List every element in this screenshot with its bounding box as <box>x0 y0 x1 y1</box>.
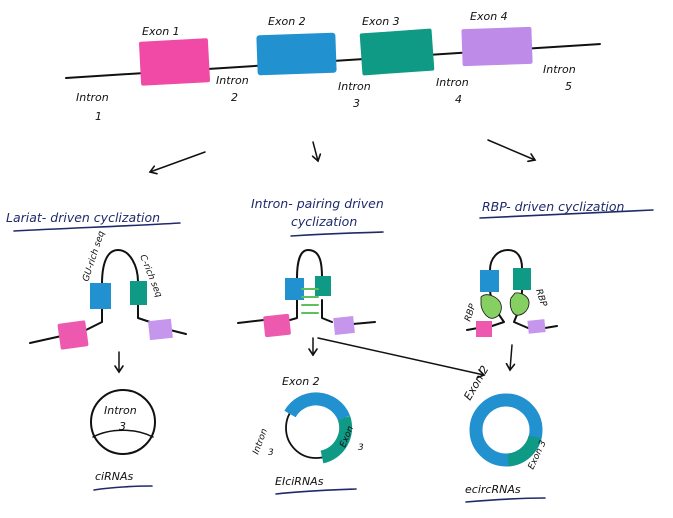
lariat-exon-2-box <box>90 283 111 309</box>
panel-pairing: Intron- pairing driven cyclization Exon … <box>237 196 486 495</box>
rbp-title-underline <box>479 209 654 219</box>
eicirna-product-label: EIciRNAs <box>275 475 324 488</box>
pairing-exon-4-box <box>333 315 355 335</box>
intron-2-num: 2 <box>231 91 238 104</box>
pairing-title-line2: cyclization <box>291 214 357 229</box>
rbp-title: RBP- driven cyclization <box>482 199 624 214</box>
lariat-exon-1-box <box>57 320 89 350</box>
rbp-left-protein <box>480 294 502 319</box>
eicirna-exon-2-arc <box>284 392 351 421</box>
ecirc-underline <box>465 497 546 503</box>
eicirna-exon-3-num: 3 <box>358 443 364 453</box>
cirna-product-label: ciRNAs <box>95 470 134 483</box>
ecirc-exon-3-arc <box>507 435 542 467</box>
rbp-right-protein <box>509 292 530 316</box>
intron-3-word: Intron <box>338 80 371 93</box>
rbp-exon-2-box <box>480 270 499 292</box>
pairing-title-underline <box>290 231 384 237</box>
gene-structure: Exon 1 Exon 2 Exon 3 Exon 4 Intron 1 Int… <box>65 10 601 123</box>
eicirna-underline <box>275 488 357 495</box>
exon-4-box <box>461 26 533 67</box>
pairing-exon-2-box <box>285 278 304 300</box>
exon-3-box <box>359 28 435 76</box>
ecirc-product-label: ecircRNAs <box>465 483 521 496</box>
lariat-loop <box>101 249 139 285</box>
exon-3-label: Exon 3 <box>362 15 400 28</box>
pairing-base-pairs <box>301 288 319 314</box>
rbp-left-label: RBP <box>463 302 478 323</box>
exon-1-label: Exon 1 <box>142 25 180 38</box>
rbp-exon-4-box <box>527 319 546 334</box>
exon-4-label: Exon 4 <box>470 10 508 23</box>
lariat-exon-3-box <box>130 281 147 305</box>
lariat-title-underline <box>13 222 181 232</box>
intron-4-num: 4 <box>455 93 462 106</box>
pairing-exon-3-box <box>315 276 331 296</box>
intron-5-num: 5 <box>565 80 572 93</box>
arrow-to-lariat <box>148 151 206 175</box>
rbp-exon-3-box <box>513 268 531 290</box>
eicirna-exon-2-label: Exon 2 <box>282 375 320 388</box>
branch-arrows <box>148 139 537 175</box>
exon-2-label: Exon 2 <box>268 15 306 28</box>
exon-1-box <box>138 38 211 86</box>
exon-2-box <box>256 32 337 76</box>
pairing-title-line1: Intron- pairing driven <box>251 196 384 211</box>
intron-1-num: 1 <box>95 110 102 123</box>
arrow-to-rbp <box>487 139 537 163</box>
rbp-right-label: RBP <box>533 288 548 309</box>
ecirc-exon-2-ring <box>469 393 543 467</box>
intron-1-word: Intron <box>76 91 109 104</box>
cirna-circle <box>90 389 156 455</box>
intron-2-word: Intron <box>216 74 249 87</box>
pairing-strand <box>237 249 376 325</box>
panel-lariat: Lariat- driven cyclization GU-rich seq C… <box>6 210 187 491</box>
rbp-down-arrow <box>505 344 516 372</box>
pairing-exon-1-box <box>263 313 291 338</box>
cirna-intron-num: 3 <box>119 420 126 433</box>
arrow-to-pairing <box>311 141 322 163</box>
panel-rbp: RBP- driven cyclization RBP RBP Exon 2 E… <box>461 199 654 503</box>
lariat-title: Lariat- driven cyclization <box>6 210 160 225</box>
intron-4-word: Intron <box>436 76 469 89</box>
cirna-intron-word: Intron <box>104 404 137 417</box>
rbp-exon-1-box <box>476 321 492 337</box>
pairing-cross-arrow <box>317 337 486 379</box>
lariat-right-strand <box>137 301 187 335</box>
ecirc-exon-2-label: Exon 2 <box>461 363 491 402</box>
eicirna-intron-num: 3 <box>268 448 274 458</box>
cirna-underline <box>93 485 153 491</box>
lariat-exon-4-box <box>148 318 173 341</box>
intron-5-word: Intron <box>543 63 576 76</box>
intron-3-num: 3 <box>353 97 360 110</box>
eicirna-exon-3-arc <box>320 415 353 464</box>
cirna-lariat-tail <box>92 429 154 438</box>
